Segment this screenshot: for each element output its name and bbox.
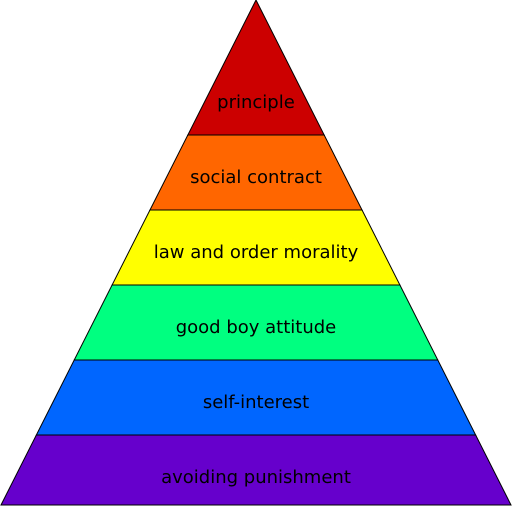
pyramid-level-label-1: principle xyxy=(217,92,295,113)
pyramid-level-label-2: social contract xyxy=(190,167,322,188)
pyramid-level-label-5: self-interest xyxy=(203,392,309,413)
pyramid-level-label-6: avoiding punishment xyxy=(161,467,351,488)
pyramid-level-6 xyxy=(0,434,512,506)
pyramid-labels: principle social contract law and order mo… xyxy=(154,92,359,488)
pyramid-level-1 xyxy=(187,0,325,136)
pyramid-level-label-3: law and order morality xyxy=(154,242,359,263)
pyramid-level-label-4: good boy attitude xyxy=(176,317,337,338)
